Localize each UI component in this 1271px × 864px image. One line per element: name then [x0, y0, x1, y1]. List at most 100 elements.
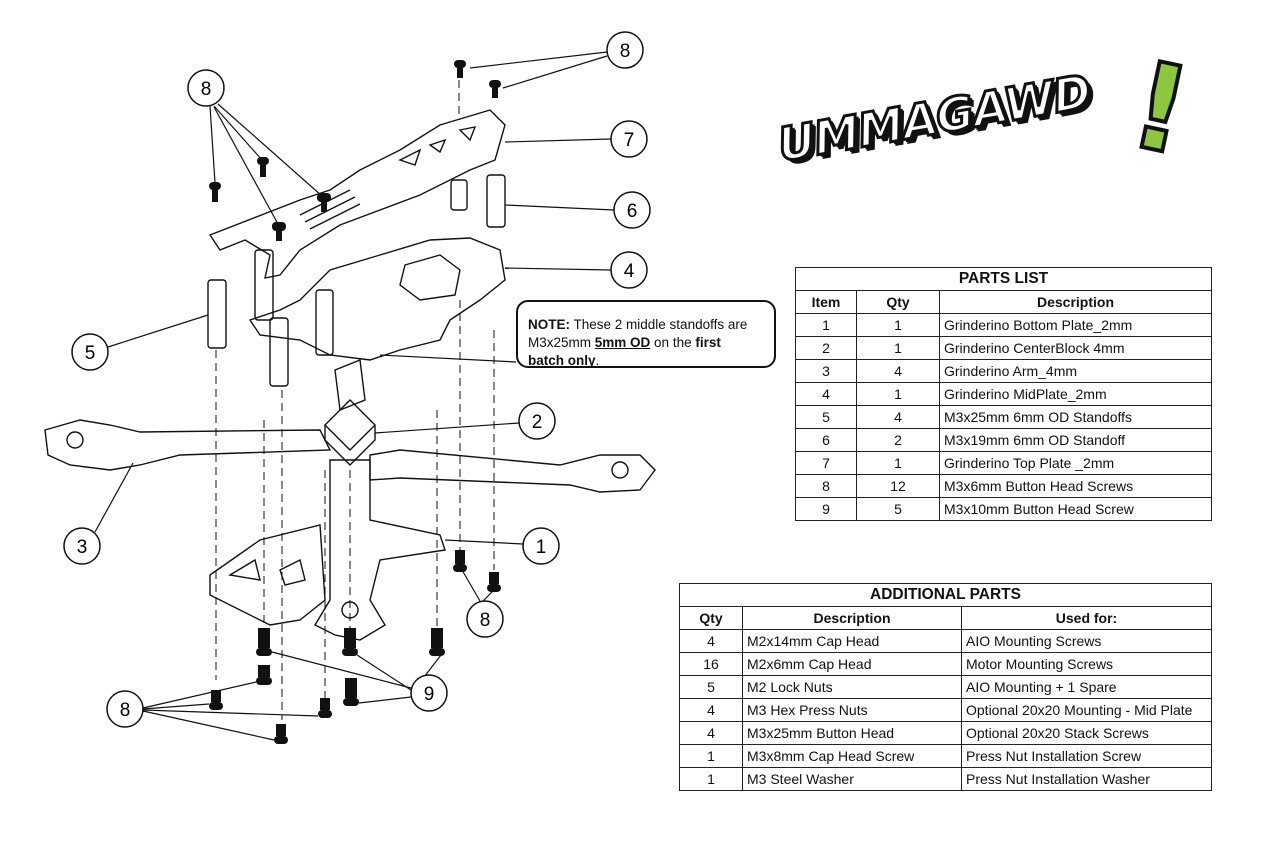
callout-4: 4: [610, 251, 648, 289]
col-header-description: Description: [939, 290, 1212, 314]
callout-3: 3: [63, 527, 101, 565]
note-end: .: [595, 353, 600, 368]
col-header-qty: Qty: [679, 606, 743, 630]
table-cell: M2x6mm Cap Head: [742, 652, 962, 676]
svg-text:2: 2: [532, 412, 543, 433]
table-cell: 3: [795, 359, 857, 383]
table-cell: 1: [856, 336, 940, 360]
callout-7: 7: [610, 120, 648, 158]
col-header-used-for: Used for:: [961, 606, 1212, 630]
exploded-assembly-drawing: 8 8 7 6 4 5 2 3 1 8 9 8: [44, 31, 656, 744]
table-cell: 1: [856, 313, 940, 337]
screws: [209, 60, 501, 744]
note-label: NOTE:: [528, 317, 570, 332]
table-cell: Press Nut Installation Screw: [961, 744, 1212, 768]
additional-parts-table: ADDITIONAL PARTS Qty Description Used fo…: [679, 583, 1212, 791]
table-cell: Grinderino Arm_4mm: [939, 359, 1212, 383]
note-text: These 2 middle standoffs are M3x25mm: [528, 317, 748, 350]
ummagawd-logo: UMMAGAWD !: [772, 34, 1215, 210]
table-cell: 1: [679, 744, 743, 768]
table-cell: 5: [679, 675, 743, 699]
col-header-description: Description: [742, 606, 962, 630]
table-cell: Grinderino CenterBlock 4mm: [939, 336, 1212, 360]
table-cell: M3x25mm 6mm OD Standoffs: [939, 405, 1212, 429]
top-plate: [208, 109, 506, 279]
callout-8-top-left: 8: [187, 69, 225, 107]
table-cell: M3x19mm 6mm OD Standoff: [939, 428, 1212, 452]
bottom-plate: [314, 459, 446, 641]
callout-8-bottom-right: 8: [466, 600, 504, 638]
svg-text:8: 8: [120, 700, 131, 721]
table-cell: 1: [856, 451, 940, 475]
svg-text:9: 9: [424, 684, 435, 705]
mid-plate: [248, 237, 506, 361]
svg-text:8: 8: [201, 79, 212, 100]
callout-2: 2: [518, 402, 556, 440]
table-cell: 4: [679, 629, 743, 653]
table-cell: 6: [795, 428, 857, 452]
note-emphasis: 5mm OD: [594, 335, 651, 350]
table-cell: Optional 20x20 Mounting - Mid Plate: [961, 698, 1212, 722]
note-bold: first: [695, 335, 721, 350]
svg-text:8: 8: [480, 610, 491, 631]
svg-text:7: 7: [624, 130, 635, 151]
callout-1: 1: [522, 527, 560, 565]
arm-right: [369, 449, 656, 493]
logo-wordmark: UMMAGAWD: [772, 62, 1096, 173]
table-cell: M3 Hex Press Nuts: [742, 698, 962, 722]
table-cell: Grinderino Top Plate _2mm: [939, 451, 1212, 475]
standoff-note: NOTE: These 2 middle standoffs are M3x25…: [516, 300, 776, 368]
table-cell: 12: [856, 474, 940, 498]
svg-text:3: 3: [77, 537, 88, 558]
table-cell: M3 Steel Washer: [742, 767, 962, 791]
svg-text:1: 1: [536, 537, 547, 558]
table-cell: Motor Mounting Screws: [961, 652, 1212, 676]
col-header-item: Item: [795, 290, 857, 314]
table-cell: 5: [795, 405, 857, 429]
parts-list-title: PARTS LIST: [795, 267, 1212, 291]
additional-parts-title: ADDITIONAL PARTS: [679, 583, 1212, 607]
note-text-2: on the: [650, 335, 696, 350]
center-block: [324, 399, 376, 466]
callout-8-top-right: 8: [606, 31, 644, 69]
table-cell: 4: [795, 382, 857, 406]
table-cell: 1: [856, 382, 940, 406]
table-cell: Optional 20x20 Stack Screws: [961, 721, 1212, 745]
table-cell: M3x10mm Button Head Screw: [939, 497, 1212, 521]
svg-text:4: 4: [624, 261, 635, 282]
table-cell: M3x6mm Button Head Screws: [939, 474, 1212, 498]
arm-left: [44, 419, 332, 471]
callout-9: 9: [410, 674, 448, 712]
table-cell: Press Nut Installation Washer: [961, 767, 1212, 791]
svg-text:6: 6: [627, 201, 638, 222]
table-cell: 4: [856, 405, 940, 429]
table-cell: M3x25mm Button Head: [742, 721, 962, 745]
table-cell: 4: [856, 359, 940, 383]
table-cell: AIO Mounting Screws: [961, 629, 1212, 653]
table-cell: AIO Mounting + 1 Spare: [961, 675, 1212, 699]
table-cell: M2 Lock Nuts: [742, 675, 962, 699]
table-cell: 9: [795, 497, 857, 521]
table-cell: M3x8mm Cap Head Screw: [742, 744, 962, 768]
table-cell: 1: [679, 767, 743, 791]
note-bold-2: batch only: [528, 353, 596, 368]
table-cell: 8: [795, 474, 857, 498]
callout-8-bottom-left: 8: [106, 690, 144, 728]
table-cell: 2: [856, 428, 940, 452]
table-cell: 7: [795, 451, 857, 475]
table-cell: M2x14mm Cap Head: [742, 629, 962, 653]
